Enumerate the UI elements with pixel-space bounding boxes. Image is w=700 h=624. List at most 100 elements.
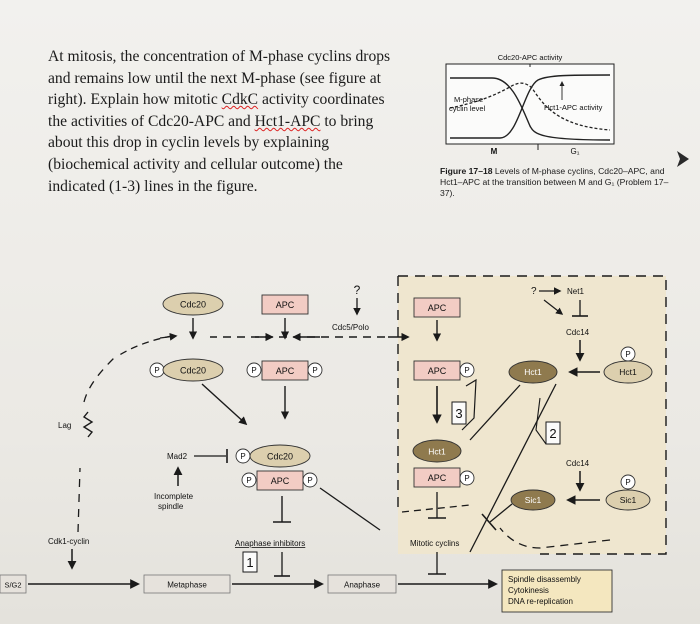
line-1-label-box [242,551,258,573]
hct1-mid-label: Hct1 [428,447,446,457]
line-2-label: 2 [549,426,556,441]
mini-phase-g1: G₁ [571,147,580,156]
p-badge-apc-mid-label: P [464,366,469,375]
question-term-cdkc: CdkC [221,91,259,109]
p-badge-apc-left-label: P [251,366,256,375]
cursor-arrow-icon [677,151,689,167]
cdk1-cyclin-label: Cdk1-cyclin [48,537,89,546]
mini-right-arrowhead [559,81,565,86]
sg2-label: S/G2 [4,581,21,590]
outcome-box [501,569,613,613]
cdc20-phos-label: Cdc20 [180,366,206,376]
line-1-label: 1 [246,555,253,570]
net1-label: Net1 [567,287,584,296]
question-text: At mitosis, the concentration of M-phase… [48,46,398,197]
mitotic-cyclins-label: Mitotic cyclins [410,539,459,548]
metaphase-label: Metaphase [167,581,207,590]
diag-cross-line [469,383,557,553]
hct1-mid-ellipse [412,439,462,463]
sic1-inhibit-bar [481,513,497,531]
mini-caption-rest: Levels of M-phase cyclins, Cdc20–APC, an… [440,166,669,198]
cdc20-phos-ellipse [162,358,224,382]
p-badge-complex-cdc20-label: P [240,452,245,461]
mini-top-label: Cdc20-APC activity [498,53,563,62]
lag-label: Lag [58,421,71,430]
question-mark-2: ? [531,286,537,297]
hct1-dark-label: Hct1 [524,367,542,377]
sic1-inhibit-line [489,503,513,523]
cdc20-dash-arrowhead [159,332,178,341]
mini-phase-m: M [491,147,498,156]
question-part-1: At mitosis, the concentration of M-phase… [48,48,391,109]
p-badge-apc-right-label: P [312,366,317,375]
anaphase-inhibitors-label: Anaphase inhibitors [235,539,305,548]
mad2-label: Mad2 [167,452,188,461]
mini-figure-caption: Figure 17–18 Levels of M-phase cyclins, … [440,166,670,198]
p-badge-complex-apc-right [302,472,318,488]
sic1-dark-ellipse [510,489,556,511]
g1-panel [398,276,666,554]
cdc20-dashed-curve [117,335,173,357]
cdk1-dashed-up [77,357,115,533]
hct1-right-ellipse [603,360,653,384]
hct1-dark-ellipse [508,360,558,384]
sic1-right-label: Sic1 [620,495,637,505]
line-3-label: 3 [455,406,462,421]
p-badge-sic1-right [620,474,636,490]
mini-cyclin-curve [450,77,611,141]
apc-mid-phos-label: APC [428,366,447,376]
outcome-1: Spindle disassembly [508,575,581,584]
p-badge-complex-apc-right-label: P [307,476,312,485]
question-part-2: activity coordinates the activities of C… [48,91,385,130]
mini-right-label: Hct1-APC activity [544,103,603,112]
mini-left-label-1: M-phase [454,95,483,104]
anaphase-label: Anaphase [344,581,381,590]
apc-hct1-label: APC [428,473,447,483]
apc-top-label: APC [276,300,295,310]
cdc5-polo-label: Cdc5/Polo [332,323,369,332]
cdc20-complex-ellipse [249,444,311,468]
p-badge-complex-apc-left-label: P [246,476,251,485]
p-badge-apc-mid [459,362,475,378]
apc-phos-label: APC [276,366,295,376]
sic1-right-ellipse [605,489,651,511]
mini-figure: Cdc20-APC activity M-phase cyclin level … [445,53,615,156]
apc-top-box [261,294,309,315]
net1-diag-arrow [543,299,564,315]
outcome-2: Cytokinesis [508,586,549,595]
hct1-right-label: Hct1 [619,367,637,377]
incomplete-spindle-label-2: spindle [158,502,184,511]
complex-to-anaphase-line [319,487,381,531]
outcome-3: DNA re-replication [508,597,573,606]
apc-mid-box [413,297,461,318]
cdc20-top-label: Cdc20 [180,300,206,310]
metaphase-box [143,574,231,594]
mini-caption-bold: Figure 17–18 [440,166,493,176]
p-badge-apc-hct1 [459,470,475,486]
apc-mid-label: APC [428,303,447,313]
sic1-dark-label: Sic1 [525,495,542,505]
hct1-to-mid-line [469,384,521,441]
incomplete-spindle-label-1: Incomplete [154,492,194,501]
line-2-label-box [545,421,561,445]
lag-squiggle [82,411,94,438]
p-badge-hct1-right-label: P [625,350,630,359]
line-2-bracket [535,397,547,445]
mini-left-label-2: cyclin level [449,104,486,113]
question-mark-1: ? [354,283,361,297]
anaphase-box [327,574,397,594]
sg2-box [0,574,27,594]
cdc20-complex-label: Cdc20 [267,452,293,462]
p-badge-apc-left [246,362,262,378]
cdc14-bottom-label: Cdc14 [566,459,590,468]
p-badge-apc-right [307,362,323,378]
cdc20-top-ellipse [162,292,224,316]
mini-figure-frame [445,63,615,145]
p-badge-cdc20-label: P [154,366,159,375]
p-badge-sic1-right-label: P [625,478,630,487]
sic1-dashed-curve [499,527,611,549]
cdc20-to-complex-arrow [201,383,248,426]
cdc14-top-label: Cdc14 [566,328,590,337]
